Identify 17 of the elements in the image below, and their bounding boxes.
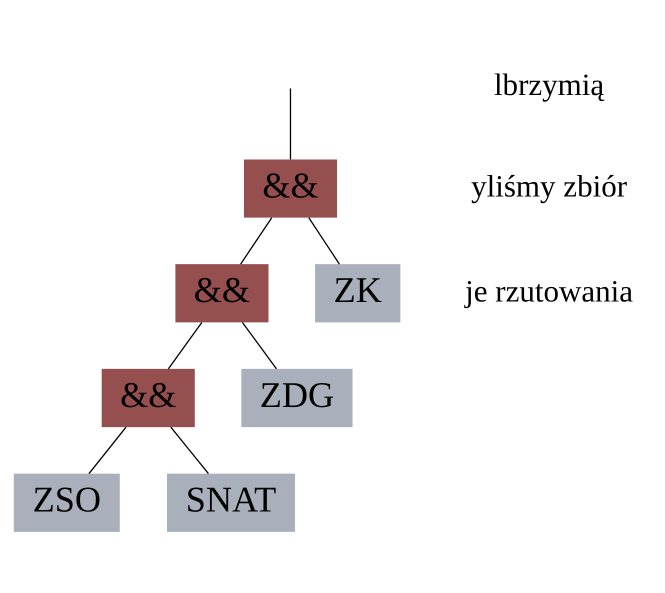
node-box: ZK xyxy=(315,264,400,322)
node-box: && xyxy=(102,368,195,428)
connector xyxy=(88,426,126,474)
node-box: ZDG xyxy=(241,368,353,428)
connector xyxy=(168,322,202,370)
connector xyxy=(170,426,209,474)
label: je rzutowania xyxy=(465,273,634,308)
node-box: SNAT xyxy=(167,474,295,532)
connector xyxy=(240,217,272,264)
label: lbrzymią xyxy=(494,67,604,102)
node-box: ZSO xyxy=(14,474,120,532)
connector xyxy=(308,217,340,264)
connector xyxy=(242,322,277,370)
node-box: && xyxy=(244,159,338,218)
node-box: && xyxy=(175,264,268,322)
label: yliśmy zbiór xyxy=(471,168,628,204)
connector xyxy=(290,88,292,160)
